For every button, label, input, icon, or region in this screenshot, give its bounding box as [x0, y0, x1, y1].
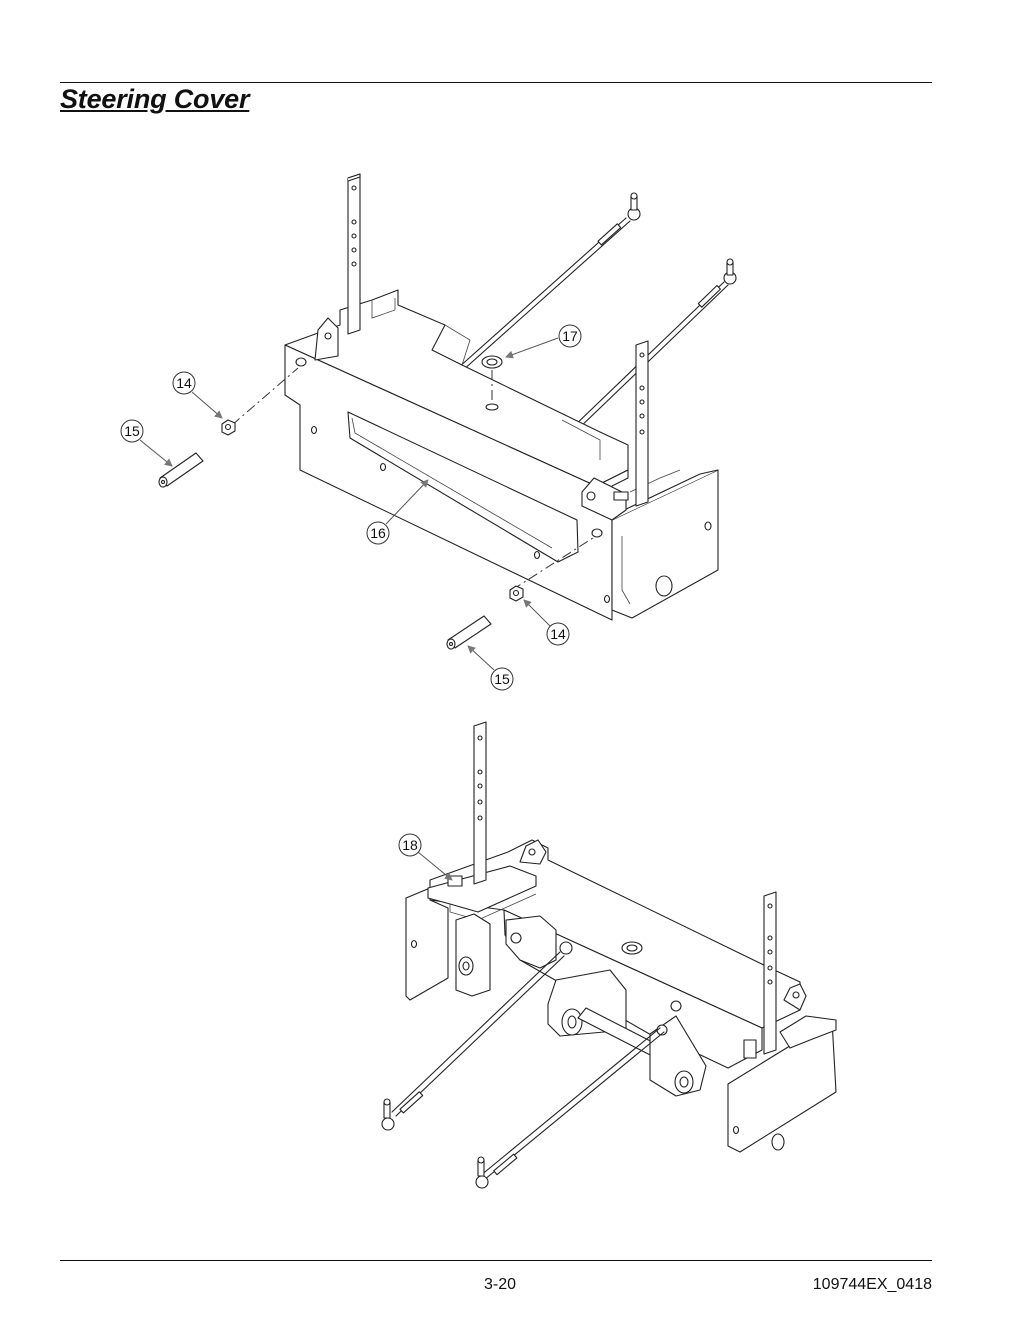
page-title: Steering Cover: [60, 84, 250, 114]
grommet-17: [481, 355, 503, 402]
svg-text:14: 14: [176, 375, 192, 391]
svg-text:14: 14: [550, 626, 566, 642]
bottom-rule: [60, 1260, 932, 1261]
top-rule: [60, 82, 932, 83]
bottom-tie-rod-left: [381, 951, 565, 1131]
document-id: 109744EX_0418: [812, 1276, 932, 1293]
right-end-plate: [581, 469, 719, 619]
tie-rod-upper: [457, 192, 641, 372]
bottom-tie-rod-right: [475, 1027, 665, 1189]
cover-plate-18: [427, 865, 537, 913]
callout-14-right: 14: [523, 599, 570, 646]
bottom-assembly: [381, 721, 837, 1189]
bottom-right-post: [763, 891, 777, 1055]
top-assembly: [158, 173, 737, 650]
nut-14-left: [221, 419, 236, 436]
svg-text:15: 15: [124, 423, 140, 439]
steering-cover-body: [284, 289, 629, 621]
bottom-left-post: [473, 721, 487, 885]
callout-14-left: 14: [172, 371, 223, 419]
callout-15-left: 15: [120, 419, 173, 467]
tie-rod-lower: [569, 258, 737, 434]
svg-text:17: 17: [562, 328, 578, 344]
callout-18: 18: [398, 833, 453, 881]
spacer-15-right: [446, 615, 492, 650]
left-post: [347, 173, 361, 335]
callout-15-right: 15: [467, 645, 514, 691]
left-end-plate: [405, 887, 449, 1001]
nut-14-right: [509, 585, 524, 602]
svg-text:16: 16: [370, 525, 386, 541]
spacer-15-left: [158, 452, 204, 488]
callout-16: 16: [366, 479, 429, 545]
svg-text:15: 15: [494, 671, 510, 687]
right-post: [635, 340, 649, 507]
svg-text:18: 18: [402, 837, 418, 853]
page-number: 3-20: [483, 1276, 517, 1293]
callout-17: 17: [505, 324, 582, 359]
